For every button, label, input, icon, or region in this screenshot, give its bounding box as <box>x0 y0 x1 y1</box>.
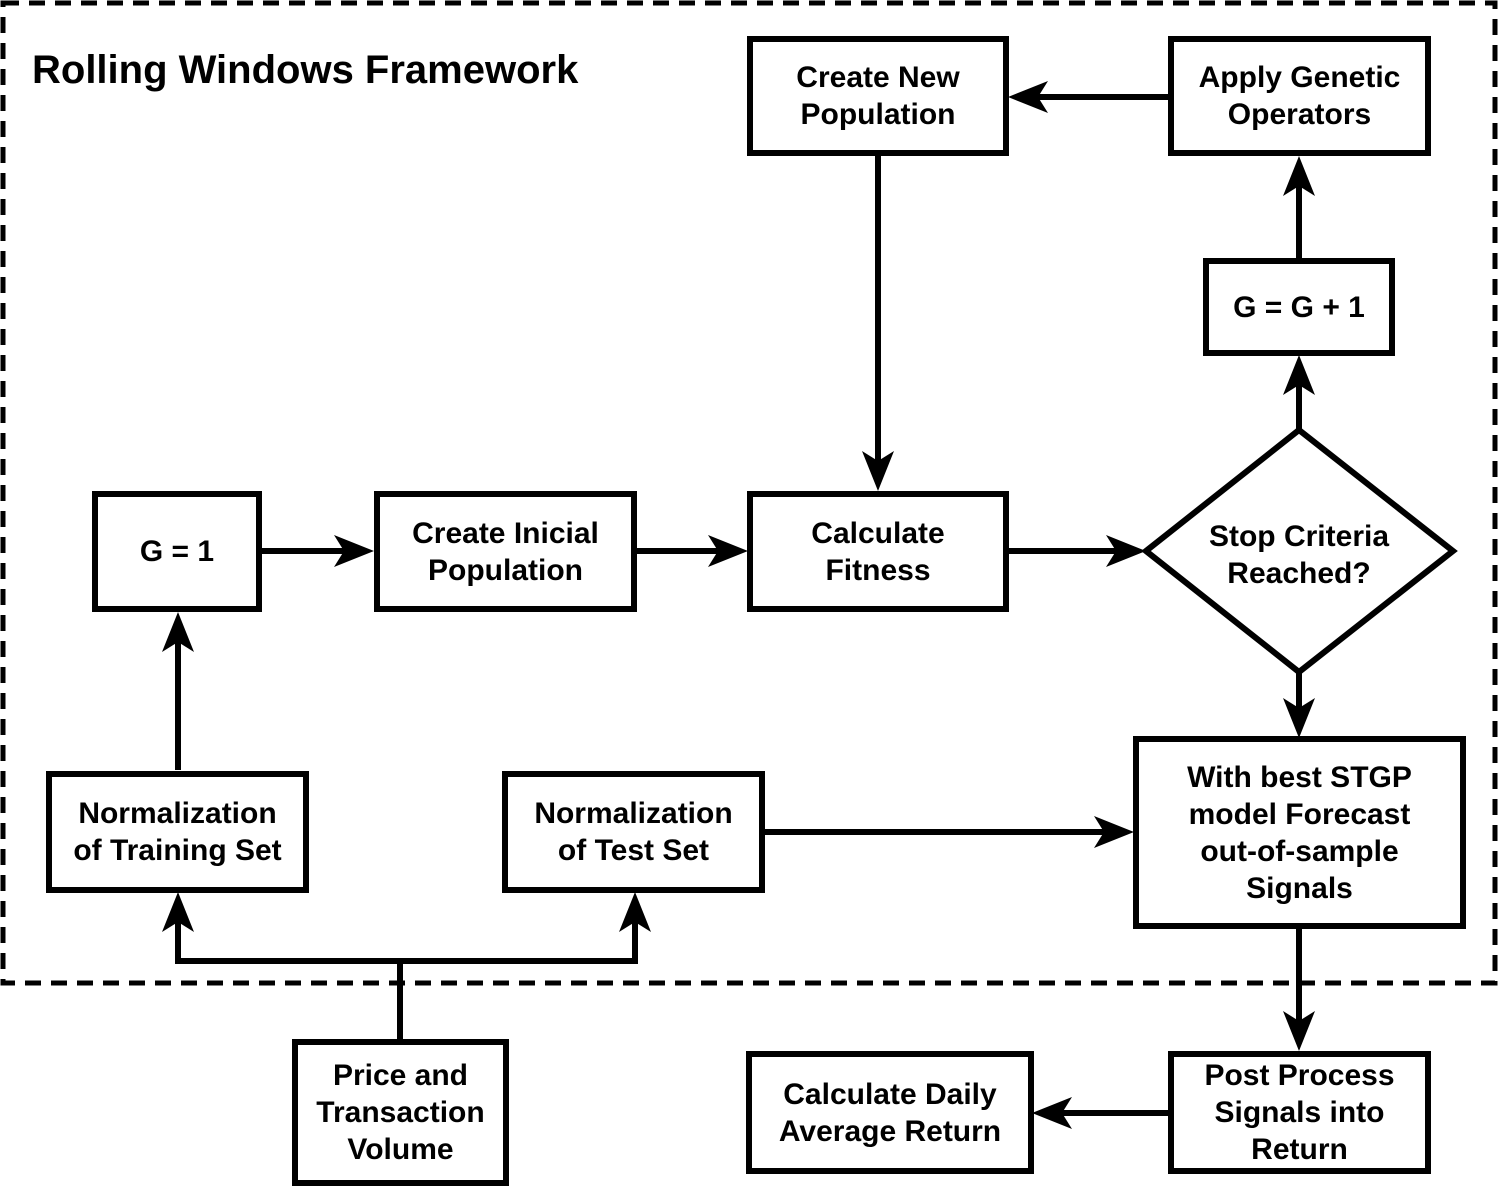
g-init-box: G = 1 <box>92 491 262 612</box>
g-init-label: G = 1 <box>139 535 215 568</box>
arrowhead-to-newpop <box>1008 81 1048 113</box>
create-new-population-label: Create New Population <box>796 61 960 131</box>
calculate-fitness-box: Calculate Fitness <box>747 491 1009 612</box>
frame-title: Rolling Windows Framework <box>32 48 579 92</box>
price-volume-label: Price and Transaction Volume <box>316 1059 485 1166</box>
normalization-test-box: Normalization of Test Set <box>502 771 765 893</box>
post-process-label: Post Process Signals into Return <box>1204 1059 1395 1166</box>
connector-split-horizontal <box>175 915 638 964</box>
normalization-test-label: Normalization of Test Set <box>534 797 733 867</box>
rolling-windows-frame-border <box>0 0 1498 986</box>
normalization-training-box: Normalization of Training Set <box>46 771 309 893</box>
arrowhead-to-fitness <box>708 535 748 567</box>
g-increment-box: G = G + 1 <box>1203 258 1395 356</box>
create-initial-population-label: Create Inicial Population <box>412 516 599 587</box>
arrowhead-to-initial <box>334 535 374 567</box>
arrowhead-to-increment <box>1283 355 1315 395</box>
calculate-daily-return-box: Calculate Daily Average Return <box>746 1051 1034 1174</box>
apply-genetic-operators-box: Apply Genetic Operators <box>1168 36 1431 156</box>
arrowhead-to-normtest <box>619 892 651 932</box>
calculate-daily-return-label: Calculate Daily Average Return <box>778 1077 1002 1148</box>
apply-genetic-operators-label: Apply Genetic Operators <box>1198 61 1401 131</box>
arrowhead-to-forecast-from-stop <box>1283 698 1315 738</box>
normalization-training-label: Normalization of Training Set <box>73 797 282 867</box>
create-new-population-box: Create New Population <box>747 36 1009 156</box>
forecast-signals-label: With best STGP model Forecast out-of-sam… <box>1187 760 1412 905</box>
arrowhead-to-g1 <box>162 612 194 652</box>
calculate-fitness-label: Calculate Fitness <box>811 516 945 587</box>
post-process-box: Post Process Signals into Return <box>1168 1051 1431 1174</box>
arrowhead-to-forecast-from-normtest <box>1094 816 1134 848</box>
arrowhead-to-operators <box>1283 156 1315 196</box>
stop-criteria-text-area: Stop Criteria Reached? <box>1168 500 1430 610</box>
forecast-signals-box: With best STGP model Forecast out-of-sam… <box>1133 736 1466 929</box>
create-initial-population-box: Create Inicial Population <box>374 491 637 612</box>
stop-criteria-label: Stop Criteria Reached? <box>1208 520 1390 590</box>
arrowhead-newpop-to-fitness <box>862 451 894 491</box>
arrowhead-to-normtrain <box>162 892 194 932</box>
g-increment-label: G = G + 1 <box>1233 290 1365 324</box>
stop-criteria-diamond <box>1141 426 1458 676</box>
arrowhead-to-daily <box>1032 1097 1072 1129</box>
arrowhead-to-stop <box>1106 535 1146 567</box>
arrowhead-to-postprocess <box>1283 1011 1315 1051</box>
price-volume-box: Price and Transaction Volume <box>292 1039 509 1186</box>
